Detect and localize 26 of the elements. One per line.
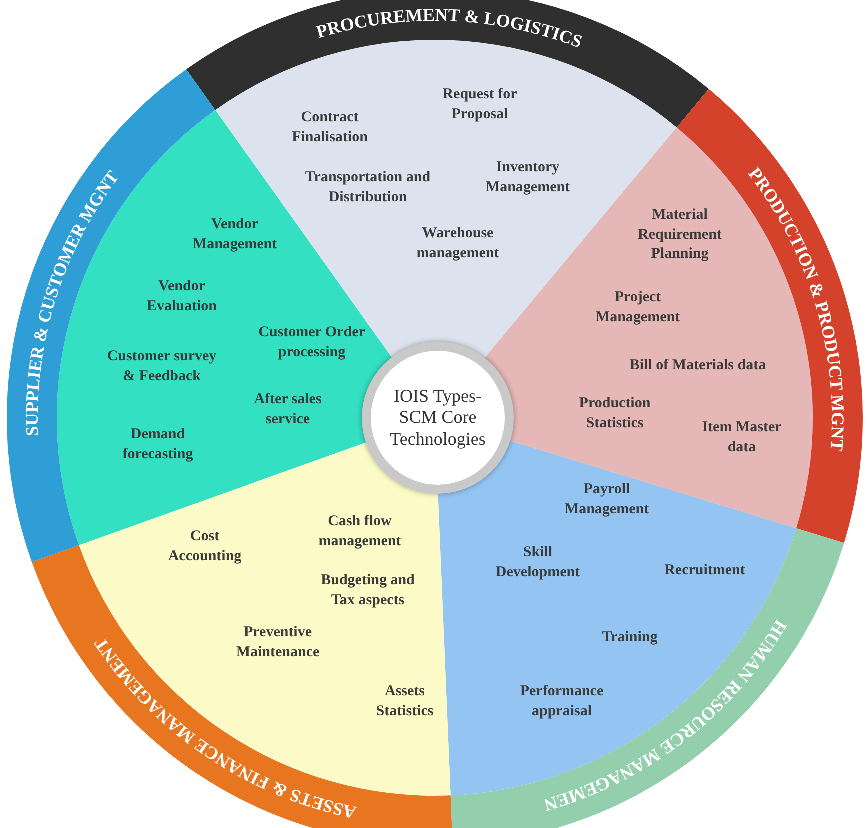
item-label: Project Management [594, 288, 682, 327]
item-label: Production Statistics [578, 394, 652, 433]
item-label: After sales service [253, 390, 323, 429]
item-label: Demand forecasting [122, 426, 194, 464]
hub-label: IOIS Types- SCM Core Technologies [389, 386, 487, 450]
item-label: Transportation and Distribution [304, 168, 432, 207]
item-label: Payroll Management [564, 480, 650, 519]
item-label: Contract Finalisation [291, 108, 369, 147]
item-label: Material Requirement Planning [637, 206, 723, 264]
item-label: Warehouse management [416, 224, 500, 263]
item-label: Assets Statistics [375, 682, 435, 721]
item-label: Vendor Management [192, 216, 278, 254]
item-label: Training [601, 628, 659, 648]
item-label: Skill Development [494, 544, 582, 582]
item-label: Customer survey & Feedback [107, 348, 217, 386]
item-label: Request for Proposal [442, 86, 518, 124]
item-label: Customer Order processing [258, 324, 366, 362]
item-label: Bill of Materials data [628, 356, 768, 376]
item-label: Budgeting and Tax aspects [320, 572, 416, 610]
item-label: Item Master data [701, 418, 783, 457]
item-label: Cost Accounting [167, 528, 243, 566]
item-label: Recruitment [664, 561, 746, 580]
item-label: Cash flow management [318, 512, 402, 551]
item-label: Vendor Evaluation [146, 278, 218, 316]
item-label: Inventory Management [484, 158, 572, 197]
item-label: Preventive Maintenance [235, 624, 321, 662]
